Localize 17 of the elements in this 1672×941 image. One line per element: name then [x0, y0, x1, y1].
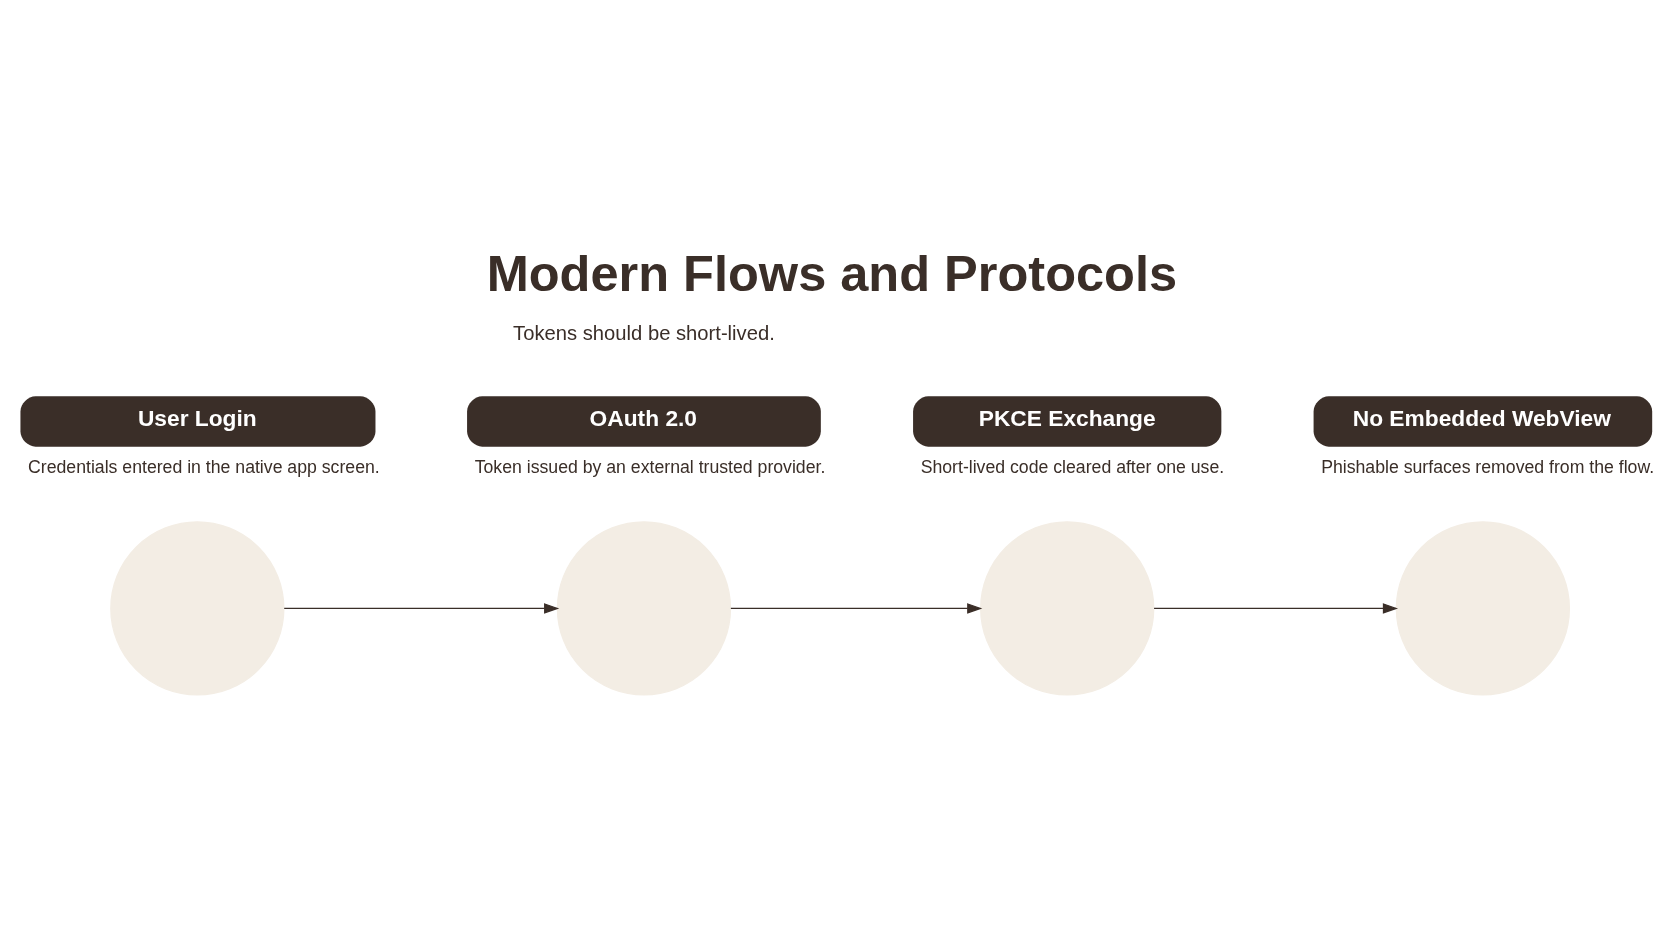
arrow	[730, 602, 983, 614]
node-circle	[980, 520, 1155, 696]
arrow	[283, 602, 560, 614]
node-circle	[1395, 520, 1571, 696]
node-box: PKCE Exchange	[913, 395, 1222, 447]
node-circle	[556, 520, 732, 696]
node-box: User Login	[20, 395, 376, 447]
node-box: OAuth 2.0	[467, 395, 821, 447]
arrow	[1153, 602, 1399, 614]
node-circle	[110, 520, 285, 696]
label: Tokens should be short-lived.	[513, 321, 775, 344]
node-box: No Embedded WebView	[1313, 395, 1653, 447]
node-label: Token issued by an external trusted provider.	[474, 456, 826, 477]
node-label: Phishable surfaces removed from the flow.	[1321, 456, 1655, 477]
node-label: Short-lived code cleared after one use.	[920, 456, 1225, 477]
node-label: Credentials entered in the native app screen.	[28, 456, 380, 477]
diagram-title: Modern Flows and Protocols	[486, 244, 1178, 302]
